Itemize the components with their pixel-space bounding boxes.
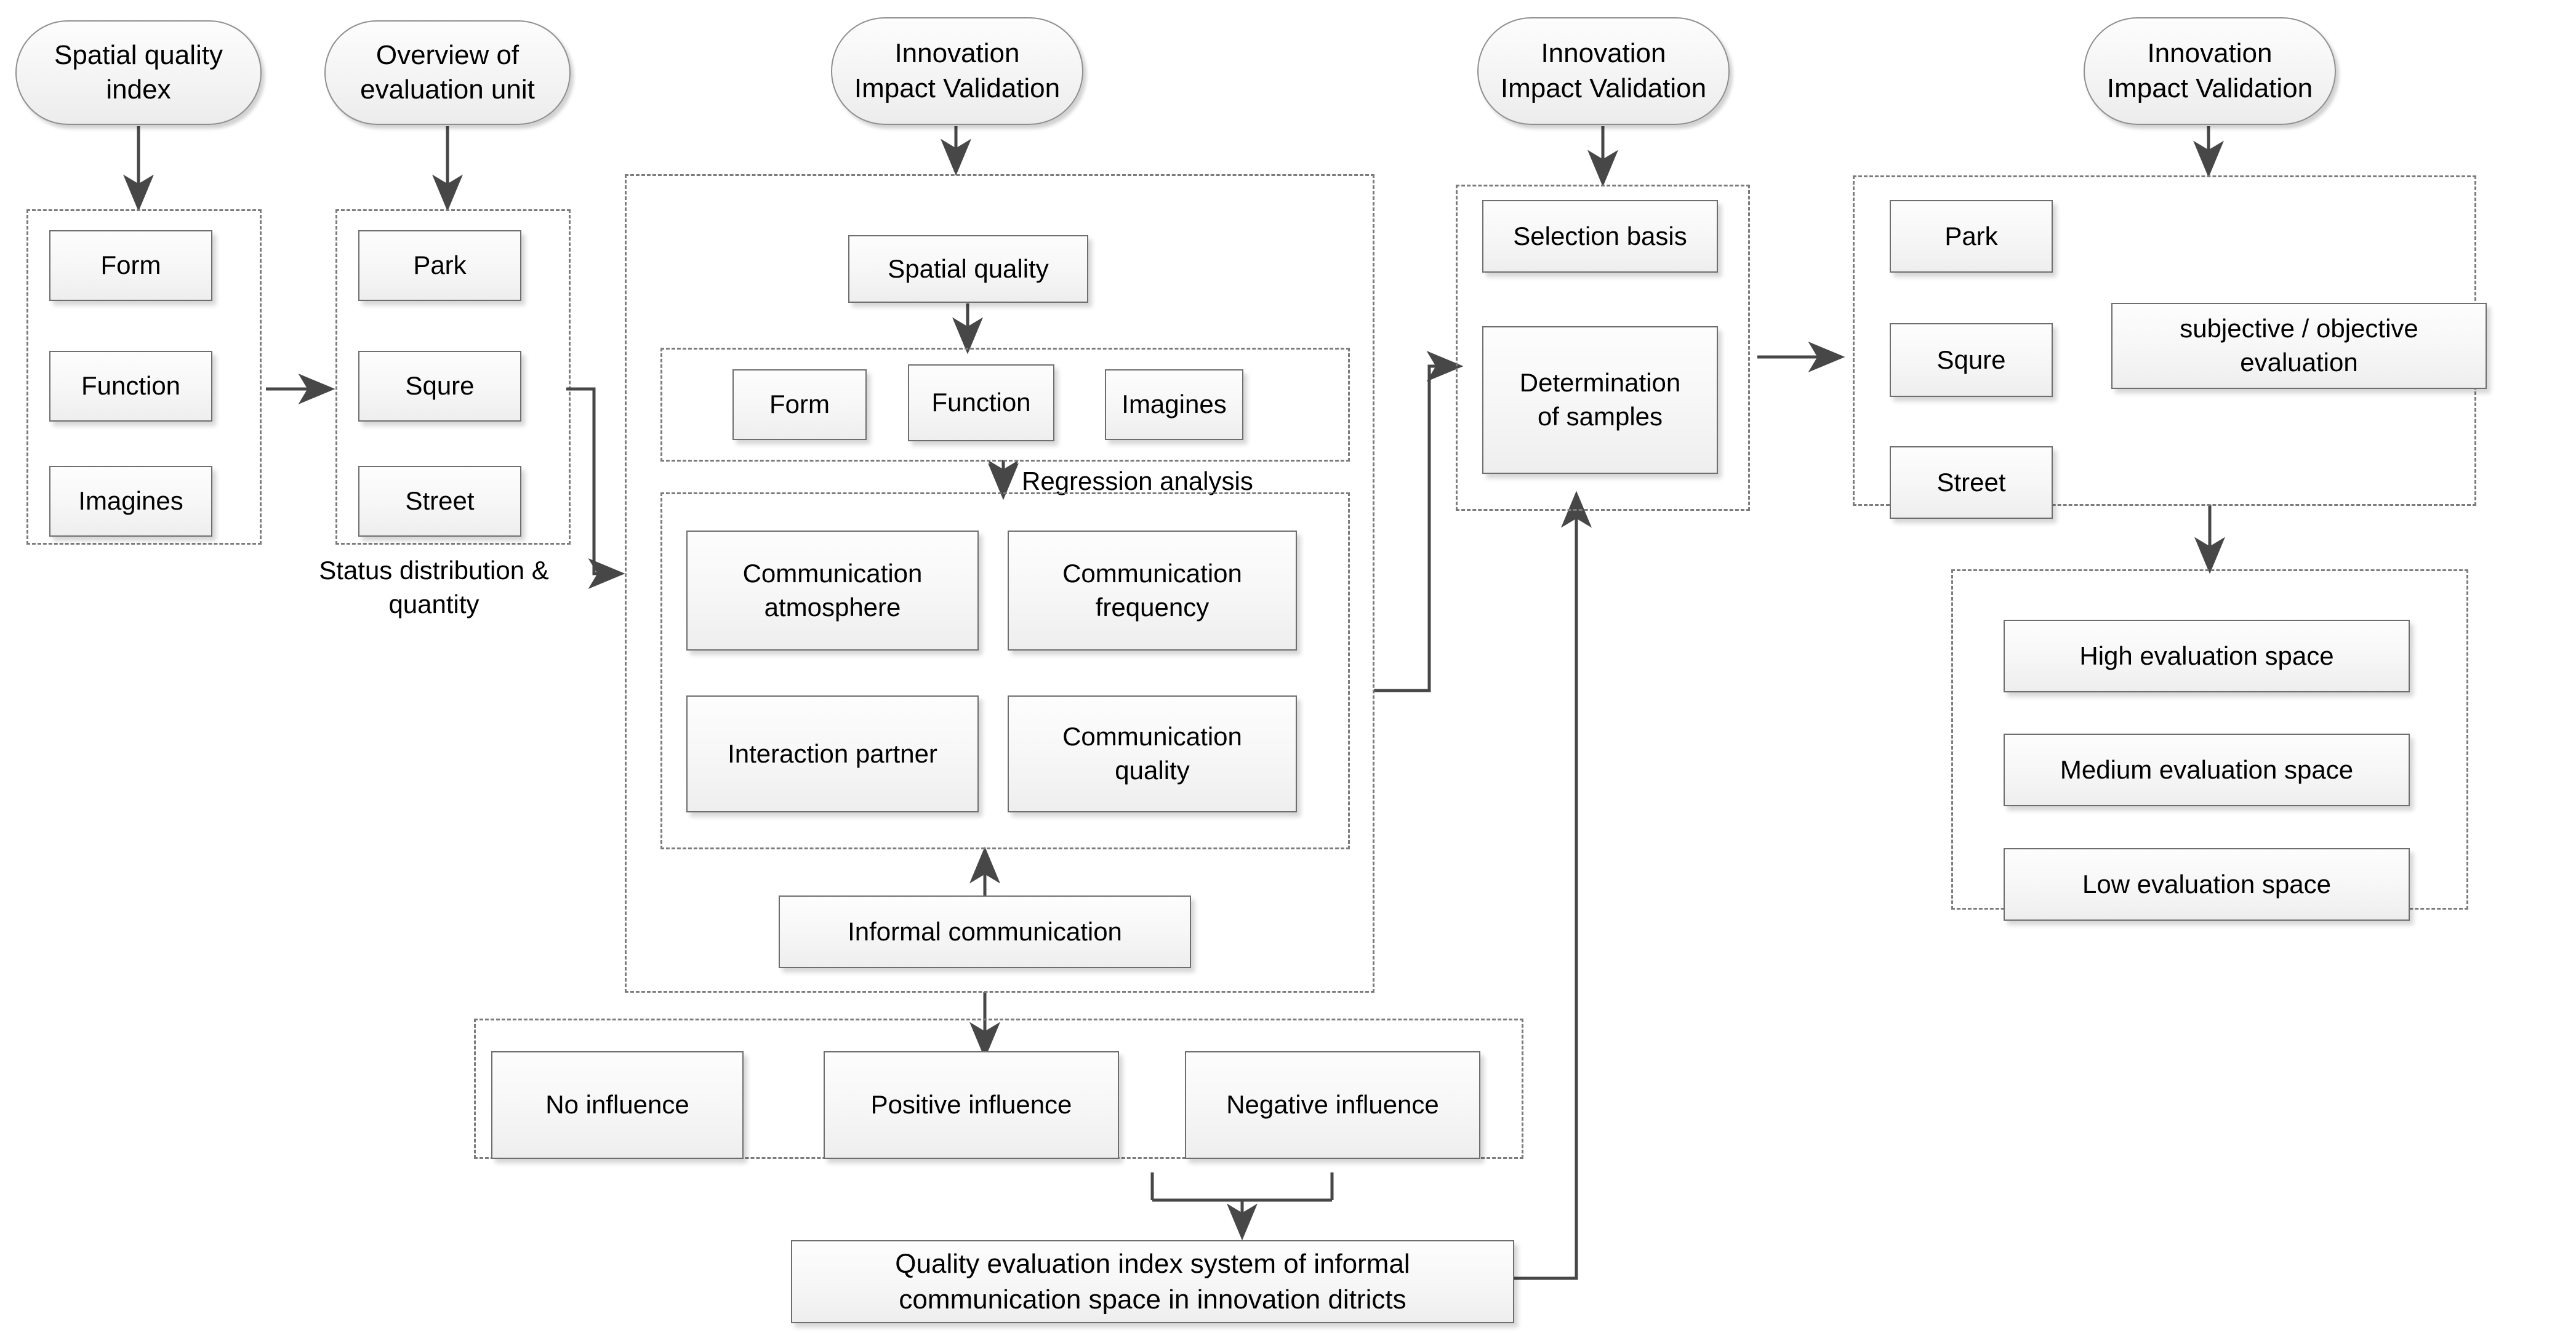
edge-unit-to-validation-layer [566, 387, 625, 589]
terminator-innovation-impact-validation-3[interactable]: Innovation Impact Validation [2084, 17, 2336, 125]
node-spatial-quality[interactable]: Spatial quality [848, 235, 1088, 303]
edge-influence-drop [1150, 1172, 1334, 1200]
spatial-quality-index-frame [26, 209, 262, 545]
node-communication-atmosphere[interactable]: Communication atmosphere [686, 531, 979, 651]
node-scope-squre[interactable]: Squre [1890, 323, 2053, 397]
node-communication-frequency[interactable]: Communication frequency [1008, 531, 1297, 651]
node-index-form[interactable]: Form [49, 230, 212, 301]
node-dimension-imagines[interactable]: Imagines [1105, 369, 1243, 440]
node-informal-communication[interactable]: Informal communication [779, 895, 1191, 968]
impact-validation-frame [625, 174, 1374, 993]
node-scope-street[interactable]: Street [1890, 446, 2053, 519]
sample-selection-frame [1456, 185, 1750, 511]
node-positive-influence[interactable]: Positive influence [824, 1051, 1119, 1159]
terminator-innovation-impact-validation-2[interactable]: Innovation Impact Validation [1477, 17, 1730, 125]
node-negative-influence[interactable]: Negative influence [1185, 1051, 1480, 1159]
node-dimension-form[interactable]: Form [732, 369, 867, 440]
node-interaction-partner[interactable]: Interaction partner [686, 695, 979, 812]
terminator-spatial-quality-index[interactable]: Spatial quality index [15, 20, 262, 125]
node-subjective-objective-evaluation[interactable]: subjective / objective evaluation [2111, 303, 2487, 389]
dimensions-frame [660, 348, 1350, 462]
node-outcome-quality-evaluation-index-system[interactable]: Quality evaluation index system of infor… [791, 1240, 1514, 1323]
node-index-imagines[interactable]: Imagines [49, 466, 212, 537]
edge-unit-to-validation [566, 387, 625, 589]
label-status-distribution: Status distribution & quantity [319, 556, 549, 619]
node-medium-evaluation-space[interactable]: Medium evaluation space [2004, 734, 2410, 806]
node-low-evaluation-space[interactable]: Low evaluation space [2004, 848, 2410, 921]
indicators-frame [660, 492, 1350, 849]
node-high-evaluation-space[interactable]: High evaluation space [2004, 620, 2410, 692]
node-selection-basis[interactable]: Selection basis [1482, 200, 1718, 273]
node-unit-street[interactable]: Street [358, 466, 521, 537]
node-no-influence[interactable]: No influence [491, 1051, 744, 1159]
node-index-function[interactable]: Function [49, 351, 212, 422]
terminator-overview-evaluation-unit[interactable]: Overview of evaluation unit [324, 20, 571, 125]
edge-validation-to-samples [1374, 351, 1464, 692]
node-communication-quality[interactable]: Communication quality [1008, 695, 1297, 812]
terminator-innovation-impact-validation-1[interactable]: Innovation Impact Validation [831, 17, 1083, 125]
node-determination-of-samples[interactable]: Determination of samples [1482, 326, 1718, 474]
label-regression-analysis: Regression analysis [1022, 467, 1253, 495]
node-scope-park[interactable]: Park [1890, 200, 2053, 273]
node-unit-squre[interactable]: Squre [358, 351, 521, 422]
node-unit-park[interactable]: Park [358, 230, 521, 301]
node-dimension-function[interactable]: Function [908, 364, 1054, 441]
evaluation-unit-frame [335, 209, 571, 545]
edge-outcome-to-samples [1514, 491, 1592, 1280]
